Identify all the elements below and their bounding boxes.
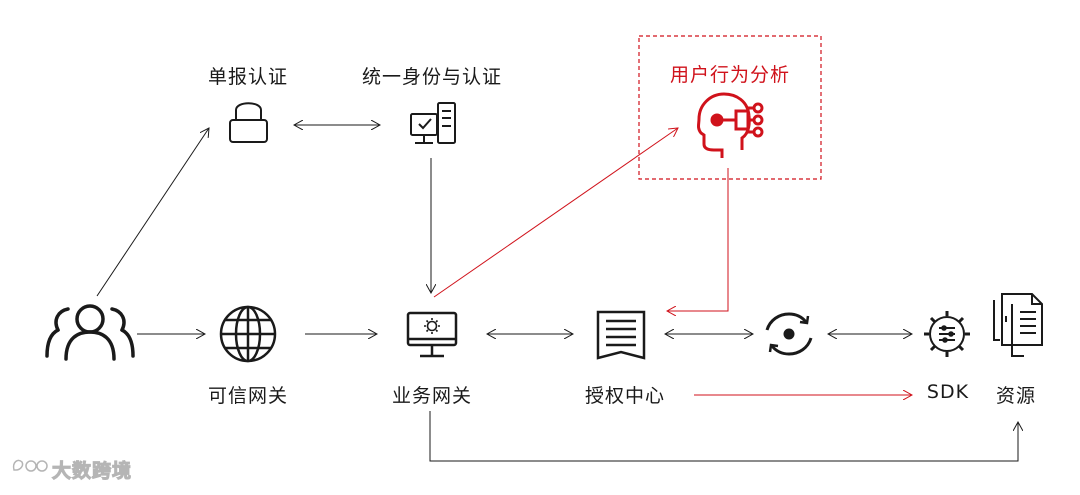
document-icon — [596, 310, 646, 360]
label-resource: 资源 — [995, 385, 1037, 407]
sync-icon — [765, 312, 813, 356]
behavior-analysis-highlight-box — [638, 35, 822, 180]
monitor-gear-icon — [406, 311, 458, 358]
edge-behavior-analysis-to-auth-center — [667, 168, 729, 311]
edge-business-gateway-to-resource — [429, 411, 1018, 462]
edge-users-to-single-auth — [96, 128, 209, 297]
label-sdk: SDK — [926, 381, 970, 403]
resource-documents-icon — [993, 293, 1043, 357]
users-icon — [45, 304, 135, 361]
label-single-auth: 单报认证 — [207, 66, 289, 88]
sdk-gear-icon — [924, 311, 970, 357]
label-auth-center: 授权中心 — [584, 385, 666, 407]
globe-icon — [219, 305, 277, 363]
ai-head-icon — [697, 92, 764, 158]
connectors — [96, 125, 1018, 462]
lock-icon — [229, 102, 268, 143]
edge-business-gateway-to-behavior-analysis — [433, 128, 678, 298]
red-connectors — [433, 128, 912, 395]
watermark-logo — [12, 459, 48, 472]
label-business-gateway: 业务网关 — [391, 385, 473, 407]
watermark-text: 大数跨境 — [51, 460, 133, 483]
identity-computer-icon — [410, 102, 456, 144]
label-behavior-analysis: 用户行为分析 — [669, 64, 791, 86]
label-unified-identity: 统一身份与认证 — [361, 66, 503, 88]
label-trusted-gateway: 可信网关 — [207, 385, 289, 407]
